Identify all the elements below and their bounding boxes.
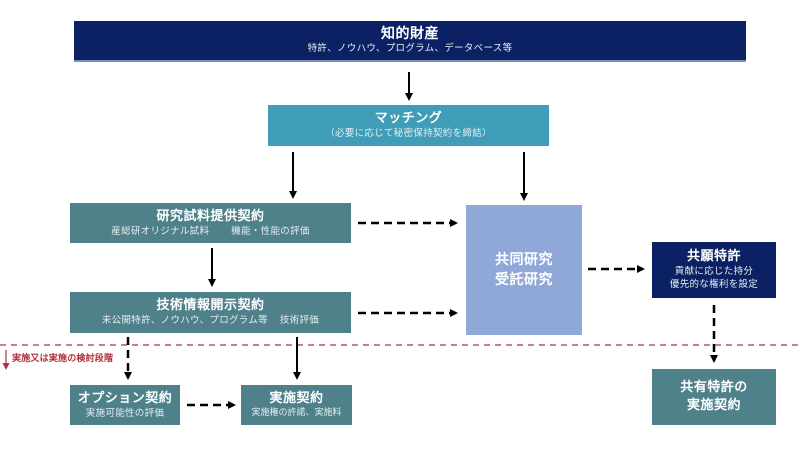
joint-research-line1: 共同研究 — [495, 252, 553, 268]
joint-application-patent-box: 共願特許 貢献に応じた持分 優先的な権利を設定 — [652, 242, 776, 298]
option-agreement-box: オプション契約 実施可能性の評価 — [70, 385, 180, 425]
stage-divider-label: 実施又は実施の検討段階 — [12, 354, 114, 364]
implementation-agreement-box: 実施契約 実施権の許諾、実施料 — [241, 385, 352, 425]
shared-patent-line2: 実施契約 — [686, 398, 741, 413]
technical-info-subtitle-left: 未公開特許、ノウハウ、プログラム等 — [101, 315, 268, 326]
research-sample-subtitle-left: 産総研オリジナル試料 — [111, 225, 210, 237]
ip-subtitle: 特許、ノウハウ、プログラム、データベース等 — [307, 43, 513, 54]
research-sample-title: 研究試料提供契約 — [156, 208, 265, 224]
technical-info-title: 技術情報開示契約 — [156, 298, 265, 313]
shared-patent-agreement-box: 共有特許の 実施契約 — [652, 369, 776, 425]
technical-info-subtitle-right: 技術評価 — [279, 315, 320, 326]
technical-info-subtitle: 未公開特許、ノウハウ、プログラム等 技術評価 — [102, 314, 319, 327]
intellectual-property-box: 知的財産 特許、ノウハウ、プログラム、データベース等 — [74, 21, 746, 62]
implementation-agreement-subtitle: 実施権の許諾、実施料 — [251, 407, 342, 418]
option-agreement-subtitle: 実施可能性の評価 — [85, 407, 165, 419]
research-sample-subtitle-right: 機能・性能の評価 — [231, 225, 310, 237]
matching-title: マッチング — [374, 111, 443, 126]
joint-application-title: 共願特許 — [686, 249, 741, 264]
research-sample-subtitle: 産総研オリジナル試料 機能・性能の評価 — [111, 225, 309, 238]
shared-patent-line1: 共有特許の — [680, 380, 748, 395]
joint-research-box: 共同研究 受託研究 — [466, 205, 582, 335]
technical-info-agreement-box: 技術情報開示契約 未公開特許、ノウハウ、プログラム等 技術評価 — [70, 292, 351, 333]
ip-title: 知的財産 — [381, 26, 439, 42]
matching-box: マッチング （必要に応じて秘密保持契約を締結） — [268, 105, 549, 146]
joint-research-line2: 受託研究 — [495, 272, 553, 288]
research-sample-agreement-box: 研究試料提供契約 産総研オリジナル試料 機能・性能の評価 — [70, 203, 351, 243]
joint-application-line1: 貢献に応じた持分 — [674, 266, 754, 277]
option-agreement-title: オプション契約 — [77, 390, 173, 406]
joint-application-line2: 優先的な権利を設定 — [669, 279, 759, 290]
matching-subtitle: （必要に応じて秘密保持契約を締結） — [325, 128, 492, 139]
implementation-agreement-title: 実施契約 — [269, 390, 324, 406]
